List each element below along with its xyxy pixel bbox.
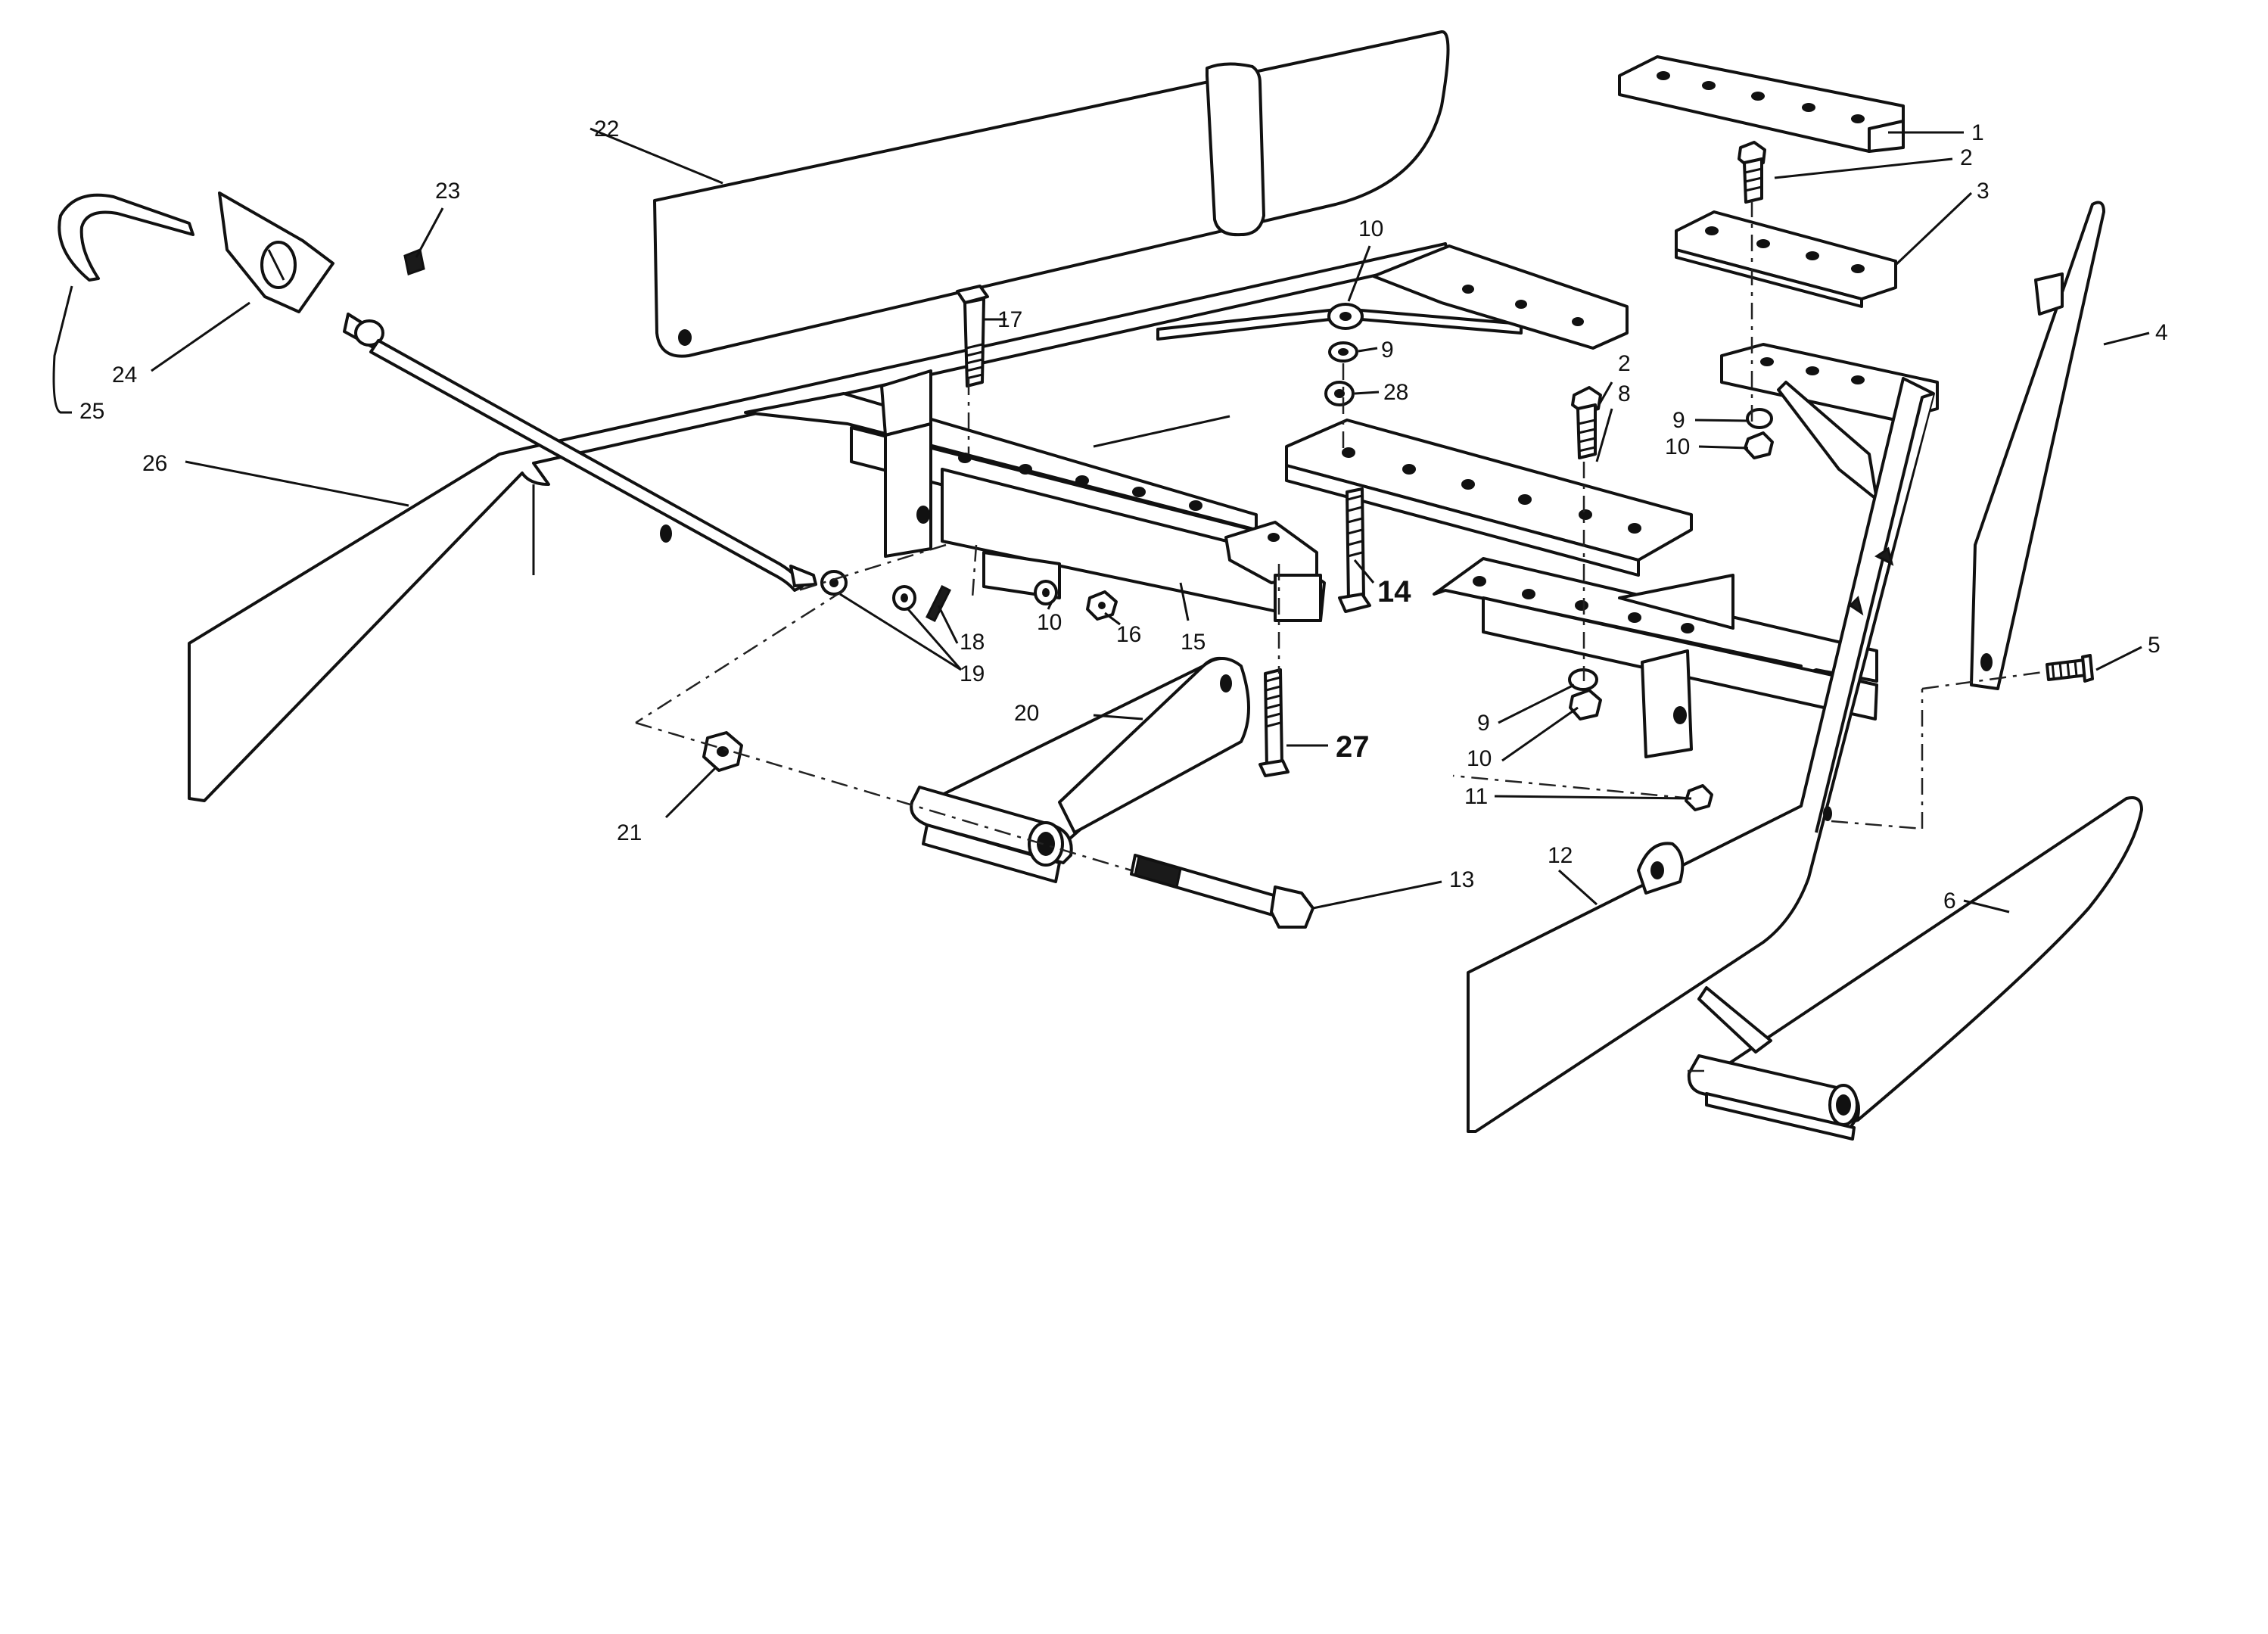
callout-1: 1 [1971, 120, 1984, 145]
callout-6: 6 [1943, 889, 1956, 913]
callout-8: 8 [1618, 381, 1631, 406]
bolt-part-27 [1258, 668, 1290, 777]
callout-18: 18 [960, 630, 985, 655]
plate-part-1 [1618, 55, 1905, 153]
callout-3: 3 [1977, 179, 1990, 204]
clamp-part-24 [218, 191, 334, 313]
callout-19: 19 [960, 661, 985, 686]
callout-24: 24 [112, 363, 137, 387]
nuts-9-10-lower [1568, 668, 1713, 811]
callout-17: 17 [997, 307, 1022, 332]
callout-15: 15 [1181, 630, 1206, 655]
callout-14: 14 [1377, 575, 1411, 608]
callout-13: 13 [1449, 867, 1474, 892]
bolt-part-13 [1130, 854, 1314, 929]
lower-plate-right [1433, 557, 1878, 758]
spring-part-23 [403, 247, 425, 275]
bolt-part-14 [1338, 487, 1371, 613]
callouts: 1 2 3 4 5 6 2 8 9 10 9 10 11 12 13 14 15… [79, 117, 2168, 913]
leader-lines [52, 127, 2150, 913]
callout-26: 26 [142, 451, 167, 476]
moldboard-part-12 [1467, 377, 1935, 1133]
blade-part-22 [653, 30, 1450, 358]
plate-part-8 [1285, 419, 1693, 577]
main-frame-part-15 [744, 369, 1326, 622]
callout-11: 11 [1464, 784, 1488, 809]
rod-assembly [343, 313, 817, 592]
plate-part-3 [1675, 210, 1897, 308]
callout-28: 28 [1383, 380, 1408, 405]
side-shoe-part-4 [1970, 201, 2105, 690]
callout-9-lower: 9 [1477, 711, 1490, 736]
callout-12: 12 [1548, 843, 1573, 868]
callout-10-washer: 10 [1037, 610, 1062, 635]
callout-22: 22 [594, 117, 619, 142]
nut-part-21 [702, 731, 743, 772]
washers-group [820, 570, 1118, 623]
cross-bracket [1156, 303, 1523, 406]
callout-27: 27 [1336, 730, 1370, 764]
callout-23: 23 [435, 179, 460, 204]
runner-part-6 [1687, 796, 2143, 1141]
callout-9-right: 9 [1672, 408, 1685, 433]
phantom-lines [635, 201, 2044, 1072]
bolt-part-2-middle [1571, 386, 1602, 459]
callout-10-top: 10 [1358, 216, 1383, 241]
callout-10-lower: 10 [1467, 746, 1492, 771]
bolt-part-5 [2046, 654, 2094, 683]
callout-2-middle: 2 [1618, 351, 1631, 376]
hook-handle-part-25 [58, 193, 194, 282]
bolt-part-2-upper [1738, 141, 1766, 204]
callout-16: 16 [1116, 622, 1141, 647]
callout-25: 25 [79, 399, 104, 424]
push-arm-part-20 [910, 657, 1250, 883]
callout-4: 4 [2155, 320, 2168, 345]
callout-2-upper: 2 [1960, 145, 1973, 170]
callout-5: 5 [2148, 633, 2161, 658]
bolt-part-17 [956, 285, 989, 387]
callout-20: 20 [1014, 701, 1039, 726]
callout-21: 21 [617, 820, 642, 845]
mount-plate-upper [1372, 244, 1629, 350]
bracket-upper-right [1720, 343, 1939, 501]
callout-9-top: 9 [1381, 338, 1394, 363]
callout-10-right: 10 [1665, 434, 1690, 459]
